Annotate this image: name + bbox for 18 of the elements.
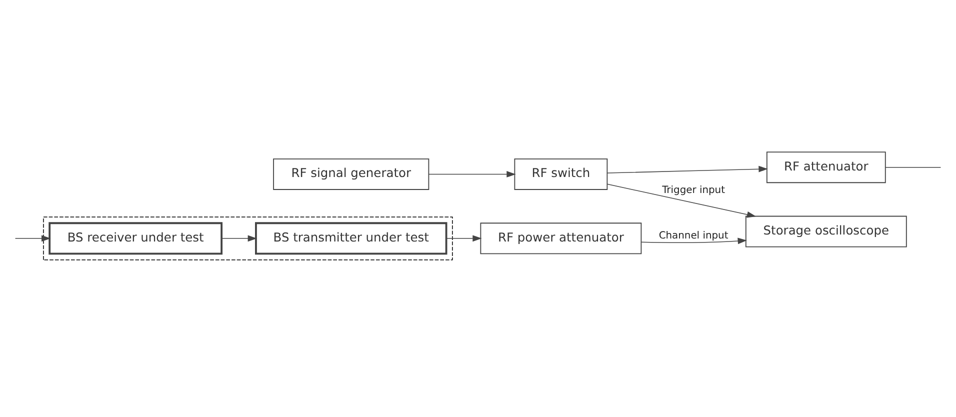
edge-label: Channel input bbox=[658, 230, 728, 242]
edge-label: Trigger input bbox=[662, 184, 725, 196]
cluster bbox=[43, 216, 453, 260]
arrow bbox=[221, 234, 257, 242]
arrow bbox=[606, 165, 768, 173]
arrow bbox=[428, 170, 516, 177]
arrow bbox=[606, 183, 756, 218]
node-box: BS transmitter under test bbox=[255, 222, 448, 254]
node-box: RF signal generator bbox=[273, 158, 430, 190]
node-box: Storage oscilloscope bbox=[745, 215, 907, 247]
node-box: RF switch bbox=[514, 158, 608, 190]
node-box: RF power attenuator bbox=[480, 222, 642, 254]
arrow bbox=[446, 234, 482, 242]
node-box: RF attenuator bbox=[766, 151, 886, 183]
arrow bbox=[14, 234, 51, 242]
connector bbox=[885, 166, 942, 168]
node-box: BS receiver under test bbox=[48, 222, 223, 254]
arrow bbox=[640, 237, 747, 244]
